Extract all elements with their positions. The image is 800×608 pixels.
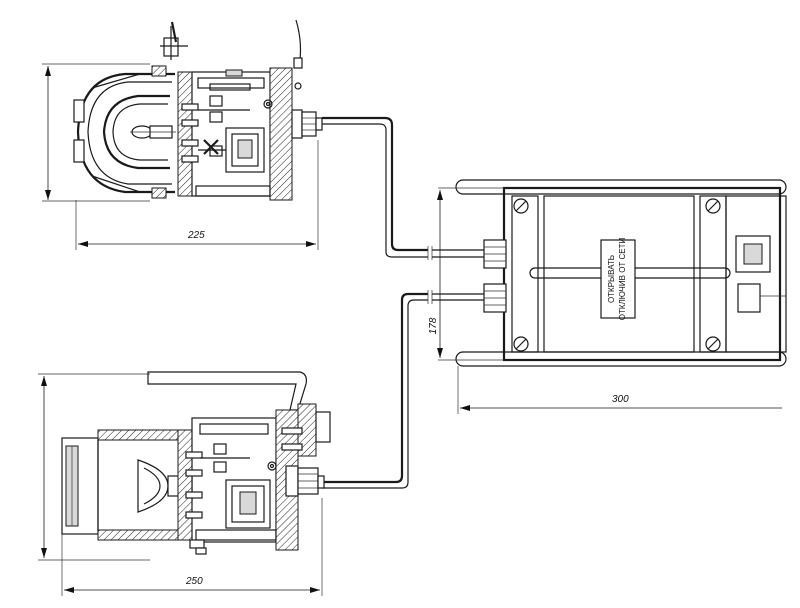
bottom-handle (147, 371, 307, 411)
bottom-fixture-width-dimension: 250 (61, 498, 323, 596)
top-fixture-width-label: 225 (187, 230, 205, 241)
bottom-fixture: 250 (38, 371, 331, 596)
box-warning-plate: ОТКРЫВАТЬ ОТКЛЮЧИВ ОТ СЕТИ (600, 237, 636, 320)
box-height-label: 178 (428, 317, 439, 334)
box-label-line2: ОТКЛЮЧИВ ОТ СЕТИ (618, 237, 627, 320)
junction-box: ОТКРЫВАТЬ ОТКЛЮЧИВ ОТ СЕТИ 178 300 (428, 179, 787, 414)
bottom-cable-gland (285, 465, 325, 497)
cables (322, 116, 484, 489)
box-width-dimension: 300 (457, 366, 782, 414)
box-label-line1: ОТКРЫВАТЬ (607, 255, 616, 303)
top-housing (160, 19, 303, 201)
box-width-label: 300 (612, 394, 629, 405)
bottom-fixture-height-dimension (38, 373, 150, 561)
box-height-dimension: 178 (428, 187, 504, 361)
bottom-housing (177, 403, 331, 555)
top-cable-gland (291, 109, 323, 139)
top-fixture-height-dimension (42, 63, 150, 202)
box-glands (483, 235, 786, 313)
box-screws (513, 198, 721, 352)
top-fixture-width-dimension: 225 (75, 140, 319, 250)
top-fixture: 225 (42, 19, 323, 250)
top-lamp (130, 125, 176, 139)
bottom-lens (61, 429, 179, 541)
top-reflector (73, 65, 175, 199)
bottom-fixture-width-label: 250 (185, 576, 203, 587)
